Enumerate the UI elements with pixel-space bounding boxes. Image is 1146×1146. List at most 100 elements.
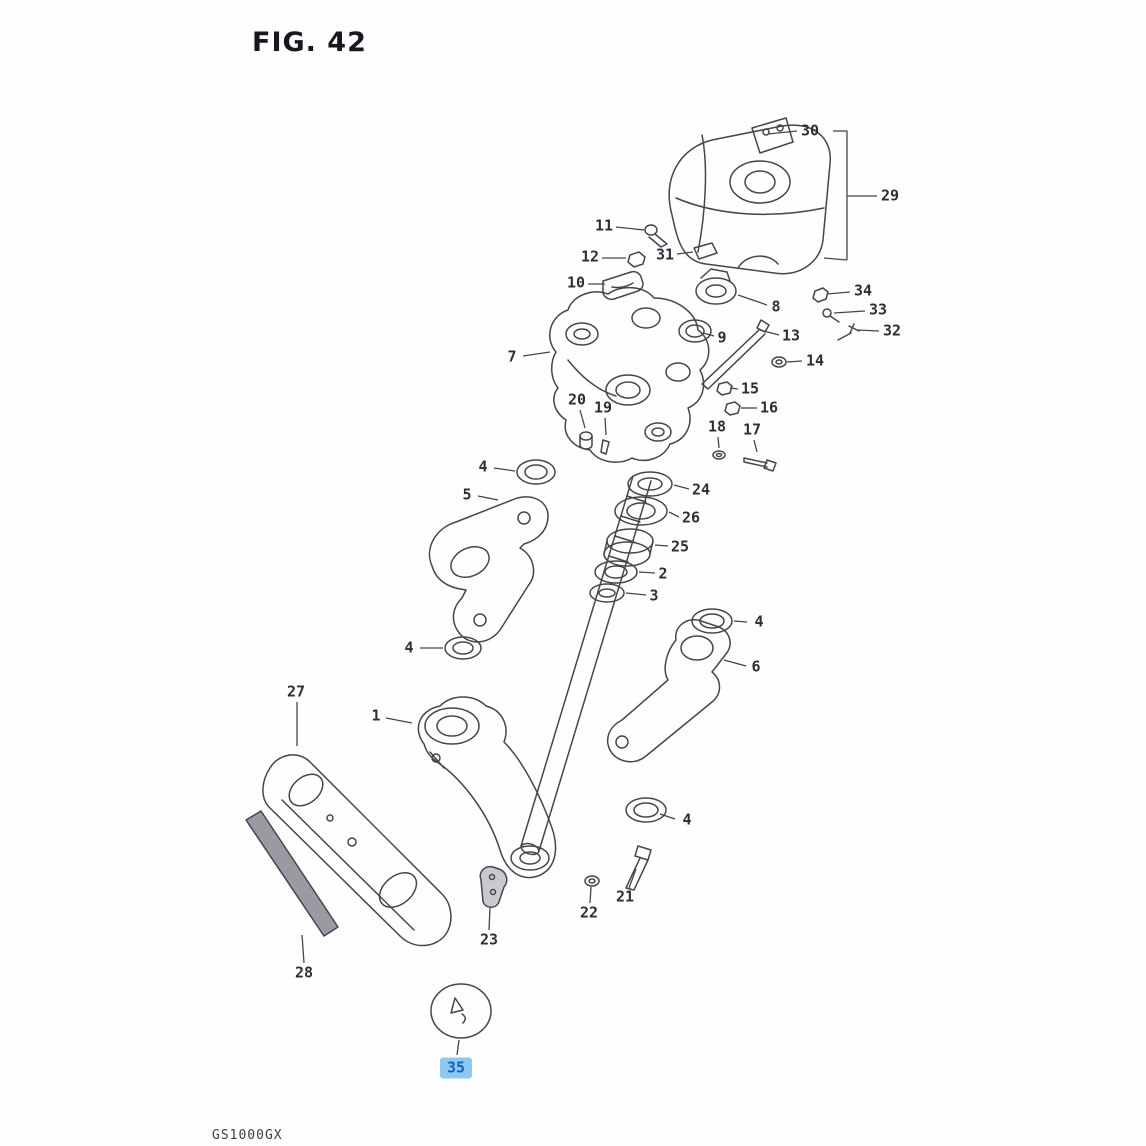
part-shape-bracket-6: [606, 619, 731, 763]
figure-title: FIG. 42: [252, 27, 367, 58]
leader-line-32: [856, 329, 880, 332]
leader-line-29: [823, 257, 848, 261]
leader-line-15: [729, 387, 739, 390]
part-shape-headlamp-housing-29: [668, 124, 831, 275]
part-callout-26-21[interactable]: 26: [681, 508, 701, 527]
part-shape-washer-18: [712, 450, 726, 460]
part-shape-nut-16: [724, 401, 741, 416]
part-shape-plate-31: [693, 242, 718, 260]
leader-line-11: [615, 226, 645, 231]
part-shape-nut-34: [812, 287, 829, 303]
part-callout-23-33[interactable]: 23: [479, 930, 499, 949]
part-callout-11-2[interactable]: 11: [594, 216, 614, 235]
part-shape-bearing-26: [614, 496, 668, 526]
part-shape-holder-8: [695, 268, 737, 305]
leader-line-28: [301, 934, 305, 964]
part-callout-21-35[interactable]: 21: [615, 887, 635, 906]
part-callout-14-12[interactable]: 14: [805, 351, 825, 370]
model-code-label: GS1000GX: [212, 1128, 283, 1143]
leader-line-35: [456, 1039, 460, 1056]
leader-line-6: [723, 659, 747, 667]
leader-line-13: [759, 329, 780, 336]
leader-line-34: [826, 291, 851, 295]
part-shape-lower-bracket-1: [417, 696, 557, 879]
part-shape-race-2: [594, 560, 638, 584]
part-callout-18-18[interactable]: 18: [707, 417, 727, 436]
part-shape-seal-3: [589, 583, 625, 603]
leader-line-23: [488, 907, 491, 931]
leader-line-24: [673, 484, 690, 490]
leader-line-18: [717, 436, 720, 449]
leader-line-2: [638, 571, 656, 574]
part-callout-7-13[interactable]: 7: [507, 347, 517, 366]
part-shape-screw-19: [600, 439, 610, 455]
part-callout-4-36[interactable]: 4: [682, 810, 692, 829]
part-callout-6-29[interactable]: 6: [751, 657, 761, 676]
part-callout-1-31[interactable]: 1: [371, 706, 381, 725]
part-callout-32-9[interactable]: 32: [882, 321, 902, 340]
leader-line-4: [659, 813, 676, 820]
part-shape-handle-holder-27: [262, 754, 452, 947]
part-shape-bearing-stack-25: [603, 528, 654, 567]
part-callout-15-14[interactable]: 15: [740, 379, 760, 398]
leader-line-26: [668, 511, 680, 518]
leader-line-4: [733, 620, 748, 623]
part-callout-10-4[interactable]: 10: [566, 273, 586, 292]
leader-line-25: [654, 544, 669, 547]
part-callout-12-3[interactable]: 12: [580, 247, 600, 266]
part-shape-clamp-10: [602, 270, 644, 301]
part-shape-ring-4-bottom: [625, 797, 667, 823]
part-callout-28-32[interactable]: 28: [294, 963, 314, 982]
part-callout-31-5[interactable]: 31: [655, 245, 675, 264]
part-shape-cushion-strip-28: [245, 810, 339, 937]
part-shape-bolt-11: [644, 224, 668, 248]
leader-line-8: [737, 294, 768, 306]
part-callout-5-26[interactable]: 5: [462, 485, 472, 504]
part-callout-33-8[interactable]: 33: [868, 300, 888, 319]
part-shape-bracket-30: [751, 117, 794, 154]
leader-line-3: [625, 592, 647, 596]
part-callout-3-24[interactable]: 3: [649, 586, 659, 605]
part-callout-8-6[interactable]: 8: [771, 297, 781, 316]
part-callout-27-30[interactable]: 27: [286, 682, 306, 701]
part-callout-34-7[interactable]: 34: [853, 281, 873, 300]
part-callout-19-17[interactable]: 19: [593, 398, 613, 417]
part-shape-bolt-21: [625, 845, 652, 891]
part-callout-25-22[interactable]: 25: [670, 537, 690, 556]
part-shape-nut-15: [716, 381, 733, 396]
leader-line-33: [833, 310, 866, 314]
part-callout-35-37[interactable]: 35: [439, 1057, 473, 1079]
part-callout-4-25[interactable]: 4: [478, 457, 488, 476]
leader-line-7: [522, 351, 551, 357]
leader-line-22: [589, 886, 592, 904]
part-callout-13-11[interactable]: 13: [781, 326, 801, 345]
leader-line-30: [767, 130, 798, 135]
part-callout-30-0[interactable]: 30: [800, 121, 820, 140]
part-callout-29-1[interactable]: 29: [880, 186, 900, 205]
part-callout-22-34[interactable]: 22: [579, 903, 599, 922]
part-callout-4-28[interactable]: 4: [754, 612, 764, 631]
leader-line-21: [628, 868, 637, 889]
part-callout-16-15[interactable]: 16: [759, 398, 779, 417]
part-shape-ring-4-top: [516, 459, 556, 485]
part-shape-washer-14: [771, 356, 787, 368]
part-callout-24-20[interactable]: 24: [691, 480, 711, 499]
part-callout-17-19[interactable]: 17: [742, 420, 762, 439]
leader-line-9: [702, 332, 715, 337]
part-shape-bearing-24: [627, 471, 673, 497]
leader-line-1: [385, 717, 413, 724]
part-shape-bracket-5: [428, 496, 549, 643]
part-shape-washer-22: [584, 875, 600, 887]
part-callout-4-27[interactable]: 4: [404, 638, 414, 657]
part-callout-2-23[interactable]: 2: [658, 564, 668, 583]
leader-line-5: [477, 495, 499, 501]
part-callout-9-10[interactable]: 9: [717, 328, 727, 347]
part-shape-upper-bracket-7: [549, 286, 710, 463]
leader-line-4: [493, 467, 516, 472]
part-callout-20-16[interactable]: 20: [567, 390, 587, 409]
part-shape-bolt-17: [743, 457, 777, 472]
